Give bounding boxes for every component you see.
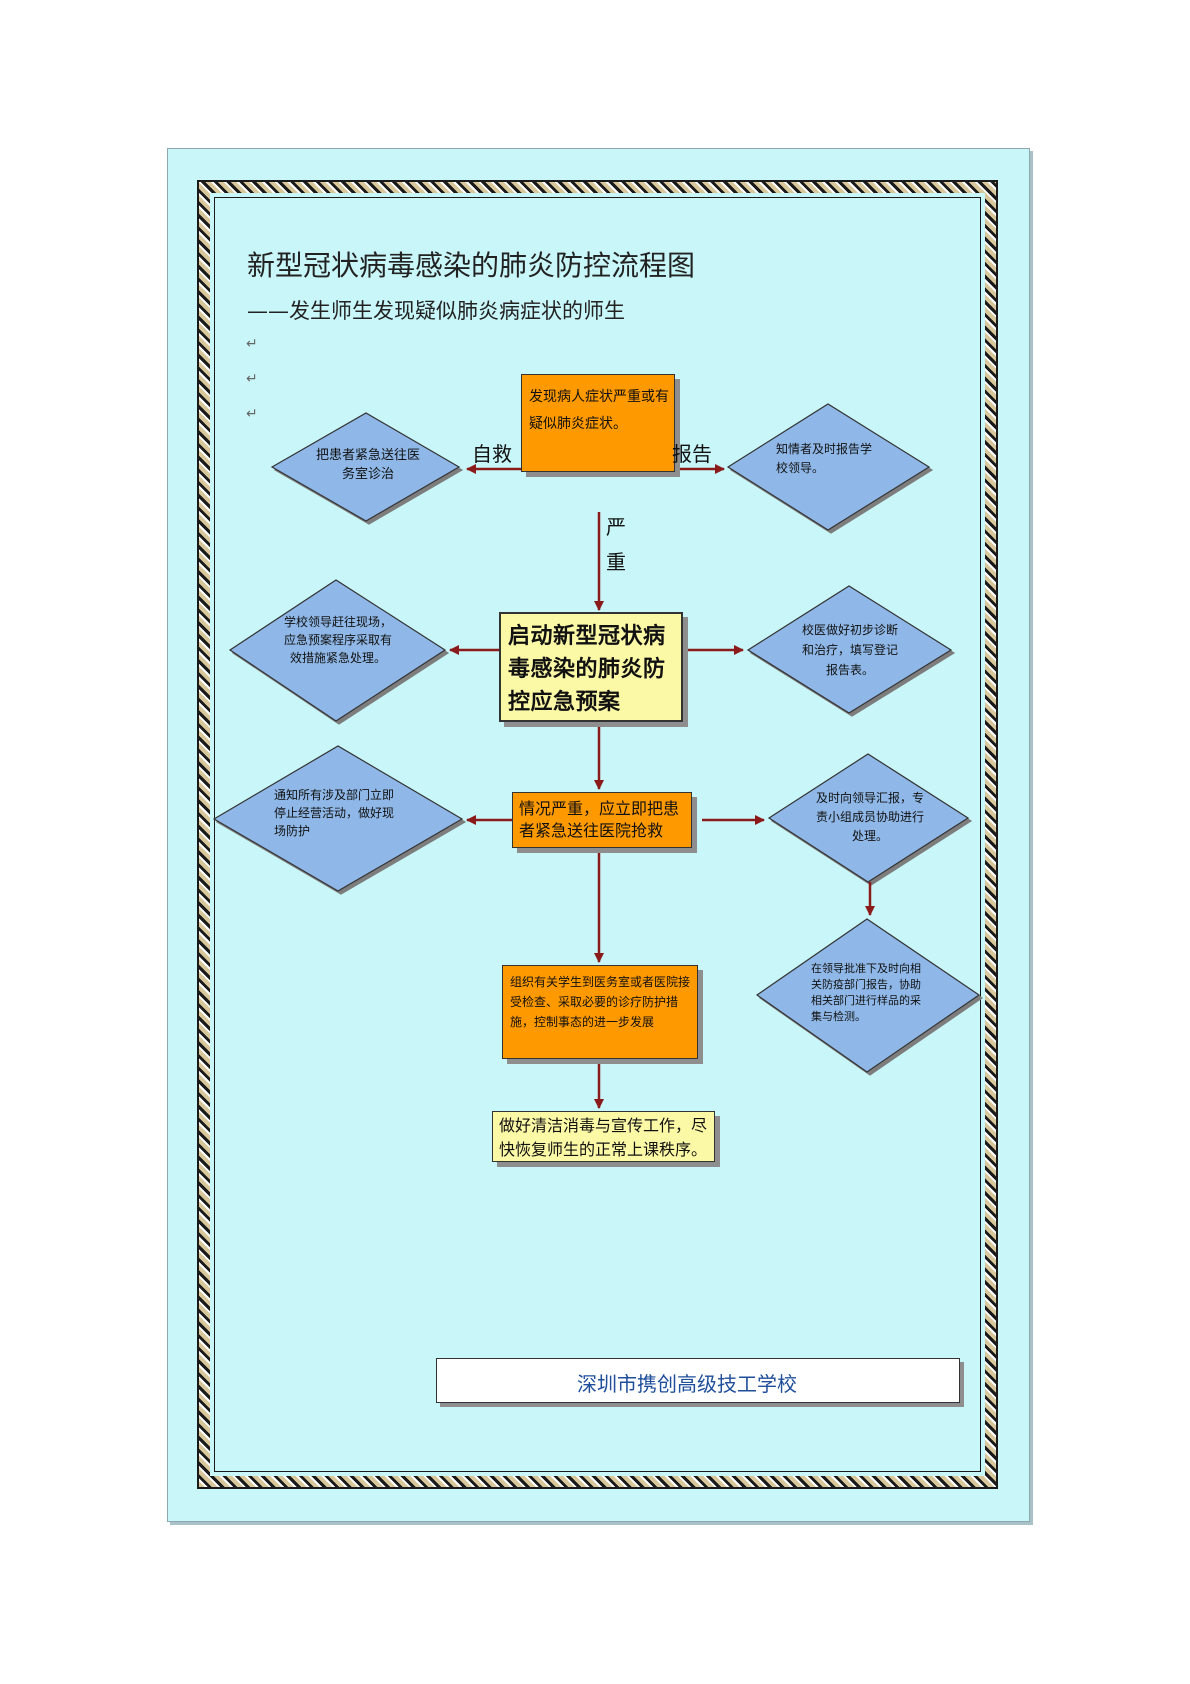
diamond-right-4-text: 在领导批准下及时向相关防疫部门报告，协助相关部门进行样品的采集与检测。 xyxy=(811,962,921,1023)
self-rescue-label: 自救 xyxy=(472,442,512,466)
report-label: 报告 xyxy=(672,442,712,466)
inner-frame-line xyxy=(214,197,981,1472)
paragraph-mark-icon: ↵ xyxy=(246,371,258,387)
diamond-right-1 xyxy=(726,403,931,531)
diamond-right-3-text: 及时向领导汇报，专责小组成员协助进行处理。 xyxy=(816,791,925,843)
diamond-left-2 xyxy=(228,579,447,722)
page-title: 新型冠状病毒感染的肺炎防控流程图 xyxy=(247,249,696,282)
severe-label-1: 严 xyxy=(606,515,626,539)
school-name: 深圳市携创高级技工学校 xyxy=(577,1372,797,1396)
emergency-text: 情况严重，应立即把患者紧急送往医院抢救 xyxy=(519,799,680,840)
diamond-left-3-text: 通知所有涉及部门立即停止经营活动，做好现场防护 xyxy=(274,788,395,838)
diamond-right-1-text: 知情者及时报告学校领导。 xyxy=(776,442,873,475)
diamond-left-1-text: 把患者紧急送往医务室诊治 xyxy=(315,448,420,482)
final-box: 做好清洁消毒与宣传工作，尽快恢复师生的正常上课秩序。 xyxy=(492,1111,715,1162)
organize-text: 组织有关学生到医务室或者医院接受检查、采取必要的诊疗防护措施，控制事态的进一步发… xyxy=(510,975,691,1029)
diamond-right-2 xyxy=(746,585,953,714)
diamond-left-1 xyxy=(270,412,461,522)
school-name-box: 深圳市携创高级技工学校 xyxy=(436,1358,960,1403)
start-plan-box: 启动新型冠状病毒感染的肺炎防控应急预案 xyxy=(499,612,683,722)
top-box: 发现病人症状严重或有疑似肺炎症状。 xyxy=(521,374,675,472)
paragraph-mark-icon: ↵ xyxy=(246,336,258,352)
page-subtitle: ——发生师生发现疑似肺炎病症状的师生 xyxy=(247,299,625,323)
paragraph-mark-icon: ↵ xyxy=(246,406,258,422)
diamond-right-4 xyxy=(755,918,981,1073)
emergency-box: 情况严重，应立即把患者紧急送往医院抢救 xyxy=(512,792,692,848)
severe-label-2: 重 xyxy=(606,550,626,574)
diamond-right-2-text: 校医做好初步诊断和治疗，填写登记报告表。 xyxy=(801,623,898,677)
diamond-left-3 xyxy=(212,745,464,892)
start-plan-text: 启动新型冠状病毒感染的肺炎防控应急预案 xyxy=(508,624,666,715)
diamond-left-2-text: 学校领导赶往现场，应急预案程序采取有效措施紧急处理。 xyxy=(283,615,392,665)
diamond-right-3 xyxy=(767,753,970,883)
organize-box: 组织有关学生到医务室或者医院接受检查、采取必要的诊疗防护措施，控制事态的进一步发… xyxy=(502,965,698,1059)
top-box-text: 发现病人症状严重或有疑似肺炎症状。 xyxy=(529,389,669,432)
final-text: 做好清洁消毒与宣传工作，尽快恢复师生的正常上课秩序。 xyxy=(499,1116,708,1159)
